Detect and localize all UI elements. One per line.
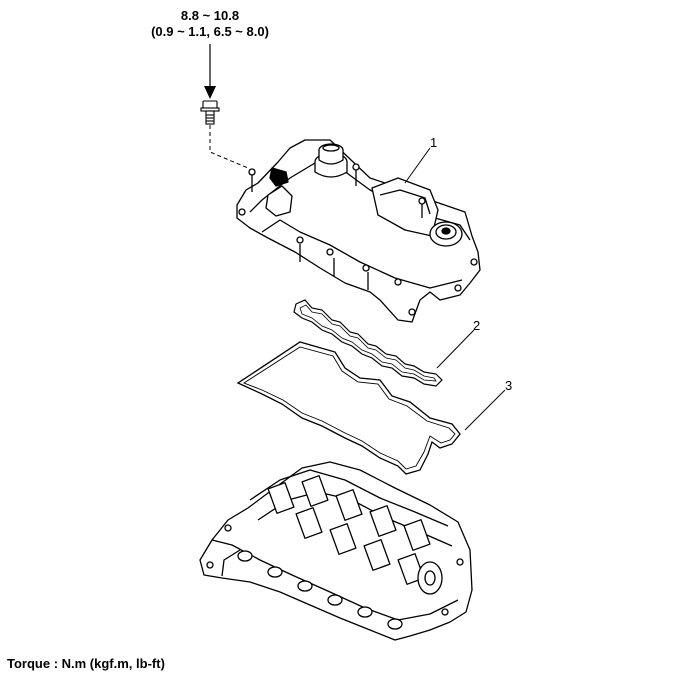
cylinder-head-cover [236, 139, 481, 323]
cylinder-head-cover-gasket [236, 341, 461, 475]
callout-1: 1 [430, 135, 438, 150]
cylinder-head-assembly [199, 461, 473, 641]
callout-3: 3 [505, 378, 513, 393]
torque-arrow [204, 44, 216, 99]
spark-plug-gasket [293, 299, 443, 387]
cylinder-head-cover-gasket-inner [243, 346, 456, 470]
callout-2: 2 [473, 318, 481, 333]
bolt-icon [200, 100, 220, 125]
torque-spec-primary: 8.8 ~ 10.8 [180, 8, 240, 23]
spark-plug-gasket-inner [299, 304, 437, 382]
torque-unit-footnote: Torque : N.m (kgf.m, lb-ft) [7, 656, 165, 671]
bolt-alignment-line [209, 125, 249, 169]
leader-lines [404, 147, 506, 431]
torque-spec-secondary: (0.9 ~ 1.1, 6.5 ~ 8.0) [151, 24, 269, 39]
